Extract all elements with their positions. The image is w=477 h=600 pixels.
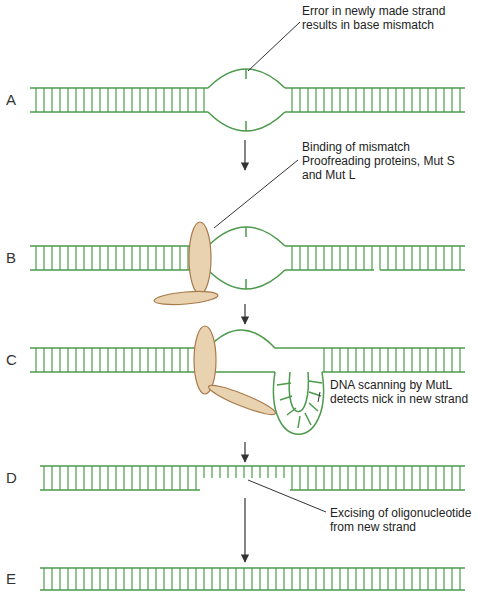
dna-strand (30, 348, 465, 372)
callout-text: Error in newly made strand results in ba… (302, 4, 472, 32)
mismatch-bubble (208, 330, 322, 372)
dna-rungs (30, 88, 208, 112)
dna-rungs (285, 88, 465, 112)
mismatch-bubble (208, 227, 285, 289)
callout-text: DNA scanning by MutL detects nick in new… (330, 378, 475, 406)
callout-text: Binding of mismatch Proofreading protein… (302, 140, 467, 182)
panel-letter: E (6, 570, 26, 588)
step-arrow (244, 304, 245, 324)
dna-strand (40, 466, 465, 490)
dna-rungs (40, 568, 465, 590)
leader-line (248, 480, 326, 512)
dna-loop (273, 372, 323, 434)
mutl-protein (154, 289, 219, 307)
muts-protein (194, 326, 216, 394)
dna-loop-rungs (277, 381, 322, 428)
callout-text: Excising of oligonucleotide from new str… (330, 506, 475, 534)
mutl-protein (206, 381, 277, 419)
step-arrow (244, 442, 245, 462)
panel-letter: D (6, 469, 26, 487)
dna-rungs (285, 246, 465, 270)
mismatch-base (245, 227, 247, 289)
dna-strand (30, 88, 465, 112)
leader-line (214, 160, 298, 228)
mismatch-bubble (208, 69, 285, 131)
dna-rungs (30, 348, 208, 372)
dna-rungs (40, 466, 200, 490)
excised-gap-rungs (200, 466, 290, 478)
panel-letter: C (6, 351, 26, 369)
muts-protein (189, 222, 211, 294)
panel-letter: A (6, 91, 26, 109)
mismatch-base (245, 69, 247, 131)
step-arrow (244, 140, 245, 170)
dna-strand (30, 246, 465, 270)
leader-line (248, 22, 300, 71)
panel-letter: B (6, 249, 26, 267)
dna-rungs (30, 246, 208, 270)
dna-rungs (290, 466, 465, 490)
leader-line (318, 392, 320, 402)
dna-rungs (322, 348, 465, 372)
dna-strand (40, 568, 465, 590)
step-arrow (244, 498, 245, 562)
